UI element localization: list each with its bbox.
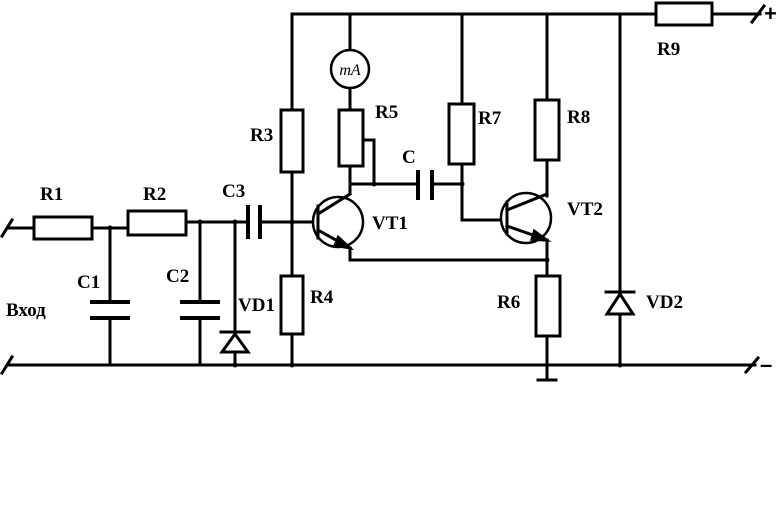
label-vd1: VD1 <box>238 295 275 316</box>
label-r9: R9 <box>657 39 680 60</box>
junctions <box>107 181 623 368</box>
diode-vd2 <box>604 290 636 316</box>
milliammeter: mA <box>329 48 371 90</box>
resistor-r1 <box>32 215 94 241</box>
terminals <box>0 3 767 376</box>
resistor-r8 <box>533 98 561 162</box>
label-vt1: VT1 <box>372 213 408 234</box>
resistor-r3 <box>279 108 305 174</box>
capacitor-c1 <box>90 300 130 320</box>
label-r7: R7 <box>478 108 502 129</box>
label-vt2: VT2 <box>567 199 603 220</box>
minus-terminal <box>743 355 761 375</box>
labels: R1 R2 C3 R3 R4 R5 C R7 R8 R9 VT1 VT2 C1 … <box>6 1 777 377</box>
input-terminal-top <box>0 217 15 239</box>
label-minus: – <box>760 352 772 377</box>
capacitor-c <box>416 170 434 200</box>
resistor-r4 <box>279 274 305 336</box>
resistor-r6 <box>534 274 562 338</box>
resistor-r9 <box>654 1 714 27</box>
wires <box>6 12 762 382</box>
diode-vd1 <box>219 330 251 354</box>
label-plus: + <box>764 1 777 26</box>
capacitor-c3 <box>246 205 262 239</box>
label-c3: C3 <box>222 181 245 202</box>
label-c: C <box>402 147 416 168</box>
resistor-r5 <box>337 108 365 168</box>
resistor-r7 <box>447 102 476 166</box>
label-r1: R1 <box>40 184 63 205</box>
label-r8: R8 <box>567 107 590 128</box>
label-r2: R2 <box>143 184 166 205</box>
transistor-vt1 <box>311 191 365 251</box>
label-r4: R4 <box>310 287 334 308</box>
label-r5: R5 <box>375 102 398 123</box>
label-vd2: VD2 <box>646 292 683 313</box>
resistor-r2 <box>126 209 188 237</box>
capacitor-c2 <box>180 300 220 320</box>
label-r3: R3 <box>250 125 273 146</box>
label-c1: C1 <box>77 272 100 293</box>
meter-symbol: mA <box>339 62 361 79</box>
transistor-vt2 <box>499 191 553 245</box>
label-input: Вход <box>6 300 46 321</box>
plus-terminal <box>749 3 767 25</box>
label-r6: R6 <box>497 292 520 313</box>
label-c2: C2 <box>166 266 189 287</box>
input-terminal-bottom <box>0 354 15 376</box>
